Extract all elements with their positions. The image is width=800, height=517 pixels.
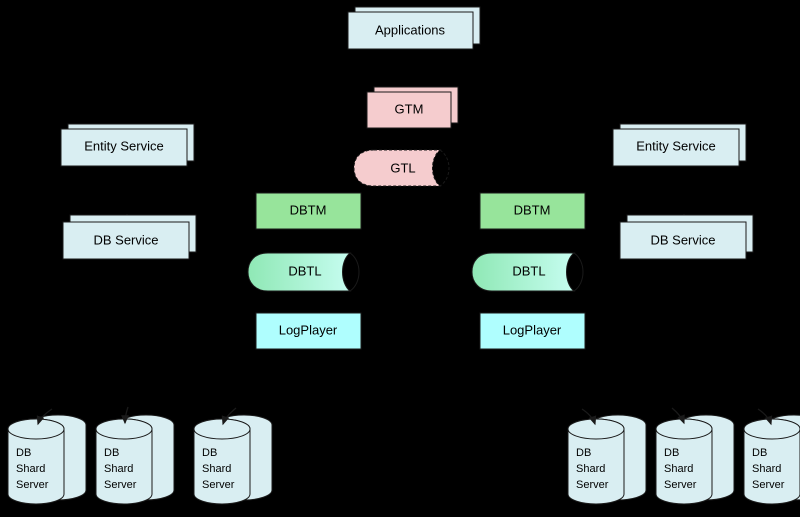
shard-left-1-line-2: Shard bbox=[16, 463, 45, 475]
node-dbtm-right[interactable]: DBTM bbox=[479, 192, 586, 230]
shard-right-1-line-3: Server bbox=[576, 479, 609, 491]
logplayer-left-label: LogPlayer bbox=[279, 322, 338, 337]
entity-service-right-label: Entity Service bbox=[636, 138, 715, 153]
shard-right-2-arrow bbox=[671, 407, 685, 425]
shard-right-2[interactable]: DB Shard Server bbox=[655, 407, 735, 505]
shard-left-2-arrow bbox=[121, 406, 129, 425]
shard-left-3-line-3: Server bbox=[202, 479, 235, 491]
gtm-front-rect bbox=[366, 91, 452, 129]
shard-left-1-line-3: Server bbox=[16, 479, 49, 491]
shard-right-3[interactable]: DB Shard Server bbox=[743, 408, 800, 505]
node-dbtl-left[interactable]: DBTL bbox=[247, 252, 360, 292]
entity-service-left-label: Entity Service bbox=[84, 138, 163, 153]
db-service-left-front-rect bbox=[62, 221, 190, 260]
shard-right-3-line-2: Shard bbox=[752, 463, 781, 475]
shard-left-2-top-ellipse bbox=[95, 418, 153, 440]
gtl-label: GTL bbox=[390, 160, 415, 175]
dbtm-right-label: DBTM bbox=[514, 202, 551, 217]
node-entity-service-right[interactable]: Entity Service bbox=[612, 123, 747, 167]
node-dbtl-right[interactable]: DBTL bbox=[471, 252, 584, 292]
shard-right-2-line-1: DB bbox=[664, 447, 679, 459]
dbtm-right-rect bbox=[479, 192, 586, 230]
db-service-left-label: DB Service bbox=[93, 232, 158, 247]
gtm-label: GTM bbox=[395, 101, 424, 116]
node-gtm[interactable]: GTM bbox=[366, 86, 459, 129]
shard-right-2-line-3: Server bbox=[664, 479, 697, 491]
logplayer-left-rect bbox=[255, 312, 362, 350]
applications-front-rect bbox=[347, 11, 474, 50]
shard-left-2-line-3: Server bbox=[104, 479, 137, 491]
shard-left-1[interactable]: DB Shard Server bbox=[7, 408, 87, 505]
dbtl-left-cylinder-body bbox=[247, 252, 352, 292]
dbtl-right-cylinder-edge bbox=[573, 252, 584, 292]
shard-left-1-top-ellipse bbox=[7, 418, 65, 440]
shard-right-1-line-1: DB bbox=[576, 447, 591, 459]
dbtl-right-label: DBTL bbox=[512, 263, 545, 278]
gtl-cylinder-body bbox=[353, 149, 442, 187]
node-gtl[interactable]: GTL bbox=[353, 149, 450, 187]
shard-left-3-line-2: Shard bbox=[202, 463, 231, 475]
dbtm-left-rect bbox=[255, 192, 362, 230]
shard-right-1-line-2: Shard bbox=[576, 463, 605, 475]
dbtl-left-cylinder-edge bbox=[349, 252, 360, 292]
shard-left-3-line-1: DB bbox=[202, 447, 217, 459]
shard-left-3-arrow bbox=[221, 407, 237, 426]
logplayer-right-label: LogPlayer bbox=[503, 322, 562, 337]
dbtm-left-label: DBTM bbox=[290, 202, 327, 217]
node-entity-service-left[interactable]: Entity Service bbox=[60, 123, 195, 167]
dbtl-right-cylinder-body bbox=[471, 252, 576, 292]
db-service-right-label: DB Service bbox=[650, 232, 715, 247]
node-dbtm-left[interactable]: DBTM bbox=[255, 192, 362, 230]
shard-right-2-line-2: Shard bbox=[664, 463, 693, 475]
db-service-right-front-rect bbox=[619, 221, 747, 260]
gtl-cylinder-edge bbox=[439, 149, 450, 187]
shard-right-1-top-ellipse bbox=[567, 418, 625, 440]
node-logplayer-right[interactable]: LogPlayer bbox=[479, 312, 586, 350]
dbtl-left-label: DBTL bbox=[288, 263, 321, 278]
node-db-service-left[interactable]: DB Service bbox=[62, 214, 197, 260]
shard-left-2[interactable]: DB Shard Server bbox=[95, 406, 175, 505]
shard-left-3-top-ellipse bbox=[193, 418, 251, 440]
applications-label: Applications bbox=[375, 22, 446, 37]
node-logplayer-left[interactable]: LogPlayer bbox=[255, 312, 362, 350]
entity-service-right-front-rect bbox=[612, 128, 740, 167]
shard-right-3-top-ellipse bbox=[743, 418, 800, 440]
shard-left-1-arrow bbox=[36, 408, 53, 426]
shard-right-3-line-1: DB bbox=[752, 447, 767, 459]
shard-right-1-arrow bbox=[581, 408, 597, 426]
node-applications[interactable]: Applications bbox=[347, 6, 481, 50]
shard-right-3-arrow bbox=[757, 408, 773, 426]
shard-right-3-line-3: Server bbox=[752, 479, 785, 491]
node-db-service-right[interactable]: DB Service bbox=[619, 214, 754, 260]
shard-left-2-line-2: Shard bbox=[104, 463, 133, 475]
shard-left-3[interactable]: DB Shard Server bbox=[193, 407, 273, 505]
entity-service-left-front-rect bbox=[60, 128, 188, 167]
shard-left-1-line-1: DB bbox=[16, 447, 31, 459]
shard-right-1[interactable]: DB Shard Server bbox=[567, 408, 647, 505]
shard-left-2-line-1: DB bbox=[104, 447, 119, 459]
logplayer-right-rect bbox=[479, 312, 586, 350]
